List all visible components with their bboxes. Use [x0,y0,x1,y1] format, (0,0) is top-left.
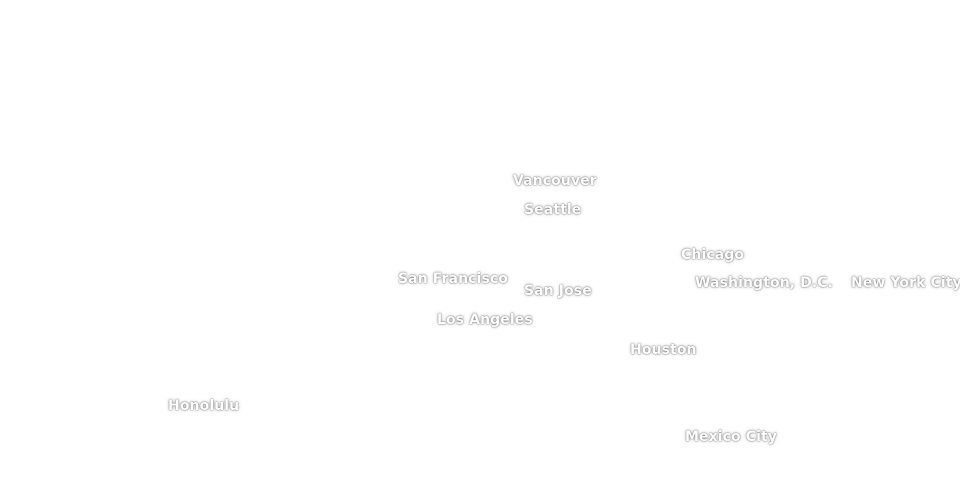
city-label-new-york-city[interactable]: New York City [851,275,960,291]
city-label-washington-dc[interactable]: Washington, D.C. [695,275,834,291]
city-label-mexico-city[interactable]: Mexico City [685,429,778,445]
city-label-vancouver[interactable]: Vancouver [513,173,597,189]
city-label-san-jose[interactable]: San Jose [524,283,592,299]
city-label-los-angeles[interactable]: Los Angeles [437,312,533,328]
city-label-san-francisco[interactable]: San Francisco [398,271,509,287]
city-label-seattle[interactable]: Seattle [524,202,582,218]
city-label-houston[interactable]: Houston [630,342,697,358]
city-label-honolulu[interactable]: Honolulu [168,398,240,414]
city-label-chicago[interactable]: Chicago [681,247,745,263]
